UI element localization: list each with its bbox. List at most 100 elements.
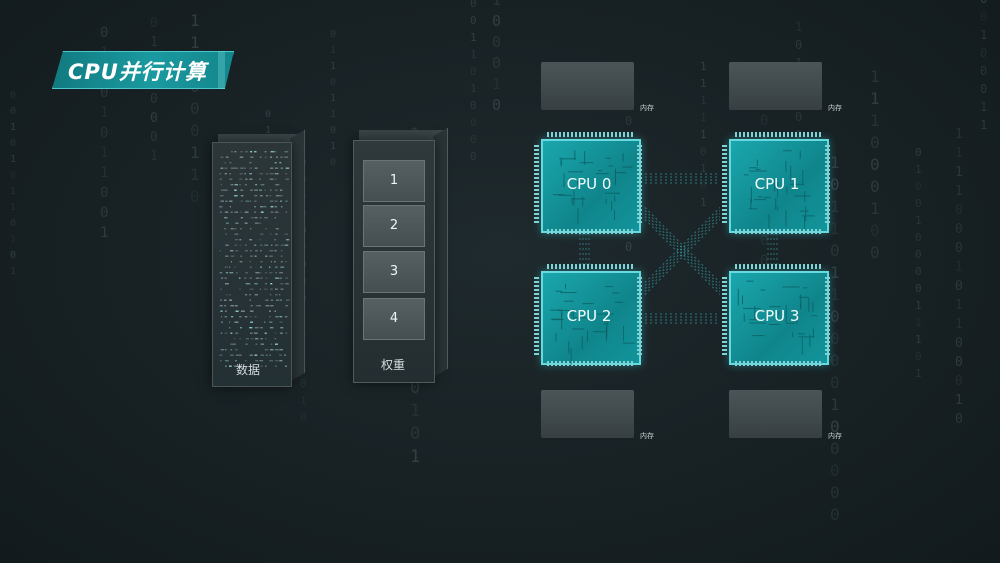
data-bit	[250, 266, 252, 268]
cpu-pin	[587, 229, 589, 234]
data-bit	[235, 272, 238, 274]
data-bit	[280, 200, 283, 202]
data-bit	[285, 200, 288, 202]
cpu-pin	[534, 353, 539, 355]
data-bit	[244, 211, 249, 213]
cpu-pin	[825, 165, 830, 167]
binary-digit: 1	[190, 33, 200, 52]
cpu-pin	[722, 157, 727, 159]
cpu-pin	[763, 229, 765, 234]
cpu-pin	[735, 132, 737, 137]
data-bit	[239, 156, 244, 158]
title-badge	[52, 51, 234, 89]
binary-digit: 0	[100, 125, 108, 141]
data-bit	[224, 310, 227, 312]
cpu-trace	[604, 286, 613, 288]
binary-digit: 1	[870, 111, 880, 130]
cpu-circuit-pattern	[534, 132, 642, 234]
cpu-pin	[743, 264, 745, 269]
cpu-trace	[750, 187, 752, 204]
cpu-trace	[775, 198, 777, 210]
binary-digit: 1	[830, 263, 840, 282]
cpu-pin	[759, 361, 761, 366]
data-bit	[269, 360, 274, 362]
data-bit	[275, 233, 278, 235]
cpu-trace	[785, 305, 787, 323]
binary-digit: 1	[915, 367, 922, 380]
binary-digit: 0	[870, 155, 880, 174]
cpu-trace	[597, 170, 603, 172]
data-bit	[264, 321, 266, 323]
cpu-pin	[534, 209, 539, 211]
binary-digit: 0	[100, 25, 108, 41]
cpu-pin	[583, 361, 585, 366]
data-bit	[259, 178, 261, 180]
binary-digit: 0	[492, 12, 501, 30]
binary-digit: 0	[625, 240, 632, 254]
binary-digit: 0	[830, 417, 840, 436]
cpu-pin	[637, 297, 642, 299]
data-bit	[260, 354, 264, 356]
cpu-pin	[825, 349, 830, 351]
data-bit	[239, 178, 243, 180]
data-bit	[284, 151, 289, 153]
binary-digit: 0	[955, 374, 963, 389]
cpu-trace	[790, 165, 792, 182]
data-bit	[274, 167, 279, 169]
binary-digit: 0	[830, 329, 840, 348]
data-bit	[264, 272, 267, 274]
cpu-pin	[615, 132, 617, 137]
cpu-pin	[637, 193, 642, 195]
data-bit	[230, 332, 233, 334]
cpu-pin	[722, 349, 727, 351]
binary-digit: 0	[10, 138, 16, 149]
data-bit	[230, 151, 233, 153]
cpu-trace	[561, 312, 563, 330]
cpu-pin	[637, 309, 642, 311]
data-bit	[224, 173, 227, 175]
binary-digit: 1	[100, 105, 108, 121]
data-bit	[279, 349, 284, 351]
binary-digit: 1	[330, 45, 336, 56]
cpu-pin	[637, 301, 642, 303]
cpu-trace	[801, 337, 803, 355]
cpu-pin	[722, 145, 727, 147]
cpu-pin	[599, 132, 601, 137]
cpu-pin	[595, 264, 597, 269]
cpu-pin	[534, 153, 539, 155]
cpu-pin	[722, 281, 727, 283]
data-bit	[240, 200, 243, 202]
cpu-pin	[591, 132, 593, 137]
data-bit	[225, 222, 229, 224]
cpu-pin	[815, 229, 817, 234]
cpu-pin	[595, 361, 597, 366]
data-bit	[285, 332, 288, 334]
binary-digit: 1	[410, 447, 420, 467]
data-bit	[274, 294, 278, 296]
cpu-pin	[637, 153, 642, 155]
cpu-trace	[564, 300, 574, 302]
cpu-pin	[637, 313, 642, 315]
binary-digit: 0	[470, 0, 477, 10]
cpu-pin	[783, 132, 785, 137]
cpu-trace	[760, 289, 766, 291]
cpu-pin	[819, 229, 821, 234]
data-bit	[249, 173, 252, 175]
data-bit	[234, 244, 237, 246]
cpu-pin	[722, 277, 727, 279]
cpu-pin	[607, 361, 609, 366]
cpu-pin	[767, 264, 769, 269]
data-bit	[269, 321, 273, 323]
binary-digit: 0	[190, 121, 200, 140]
data-bit	[249, 277, 252, 279]
cpu-trace	[582, 196, 584, 207]
data-bit	[220, 288, 222, 290]
data-bit	[250, 255, 253, 257]
data-bit	[255, 360, 259, 362]
cpu-trace	[785, 209, 787, 227]
cpu-pin	[779, 361, 781, 366]
data-bit	[230, 211, 233, 213]
cpu-pin	[637, 329, 642, 331]
cpu-trace	[614, 209, 616, 221]
data-bit	[230, 167, 235, 169]
